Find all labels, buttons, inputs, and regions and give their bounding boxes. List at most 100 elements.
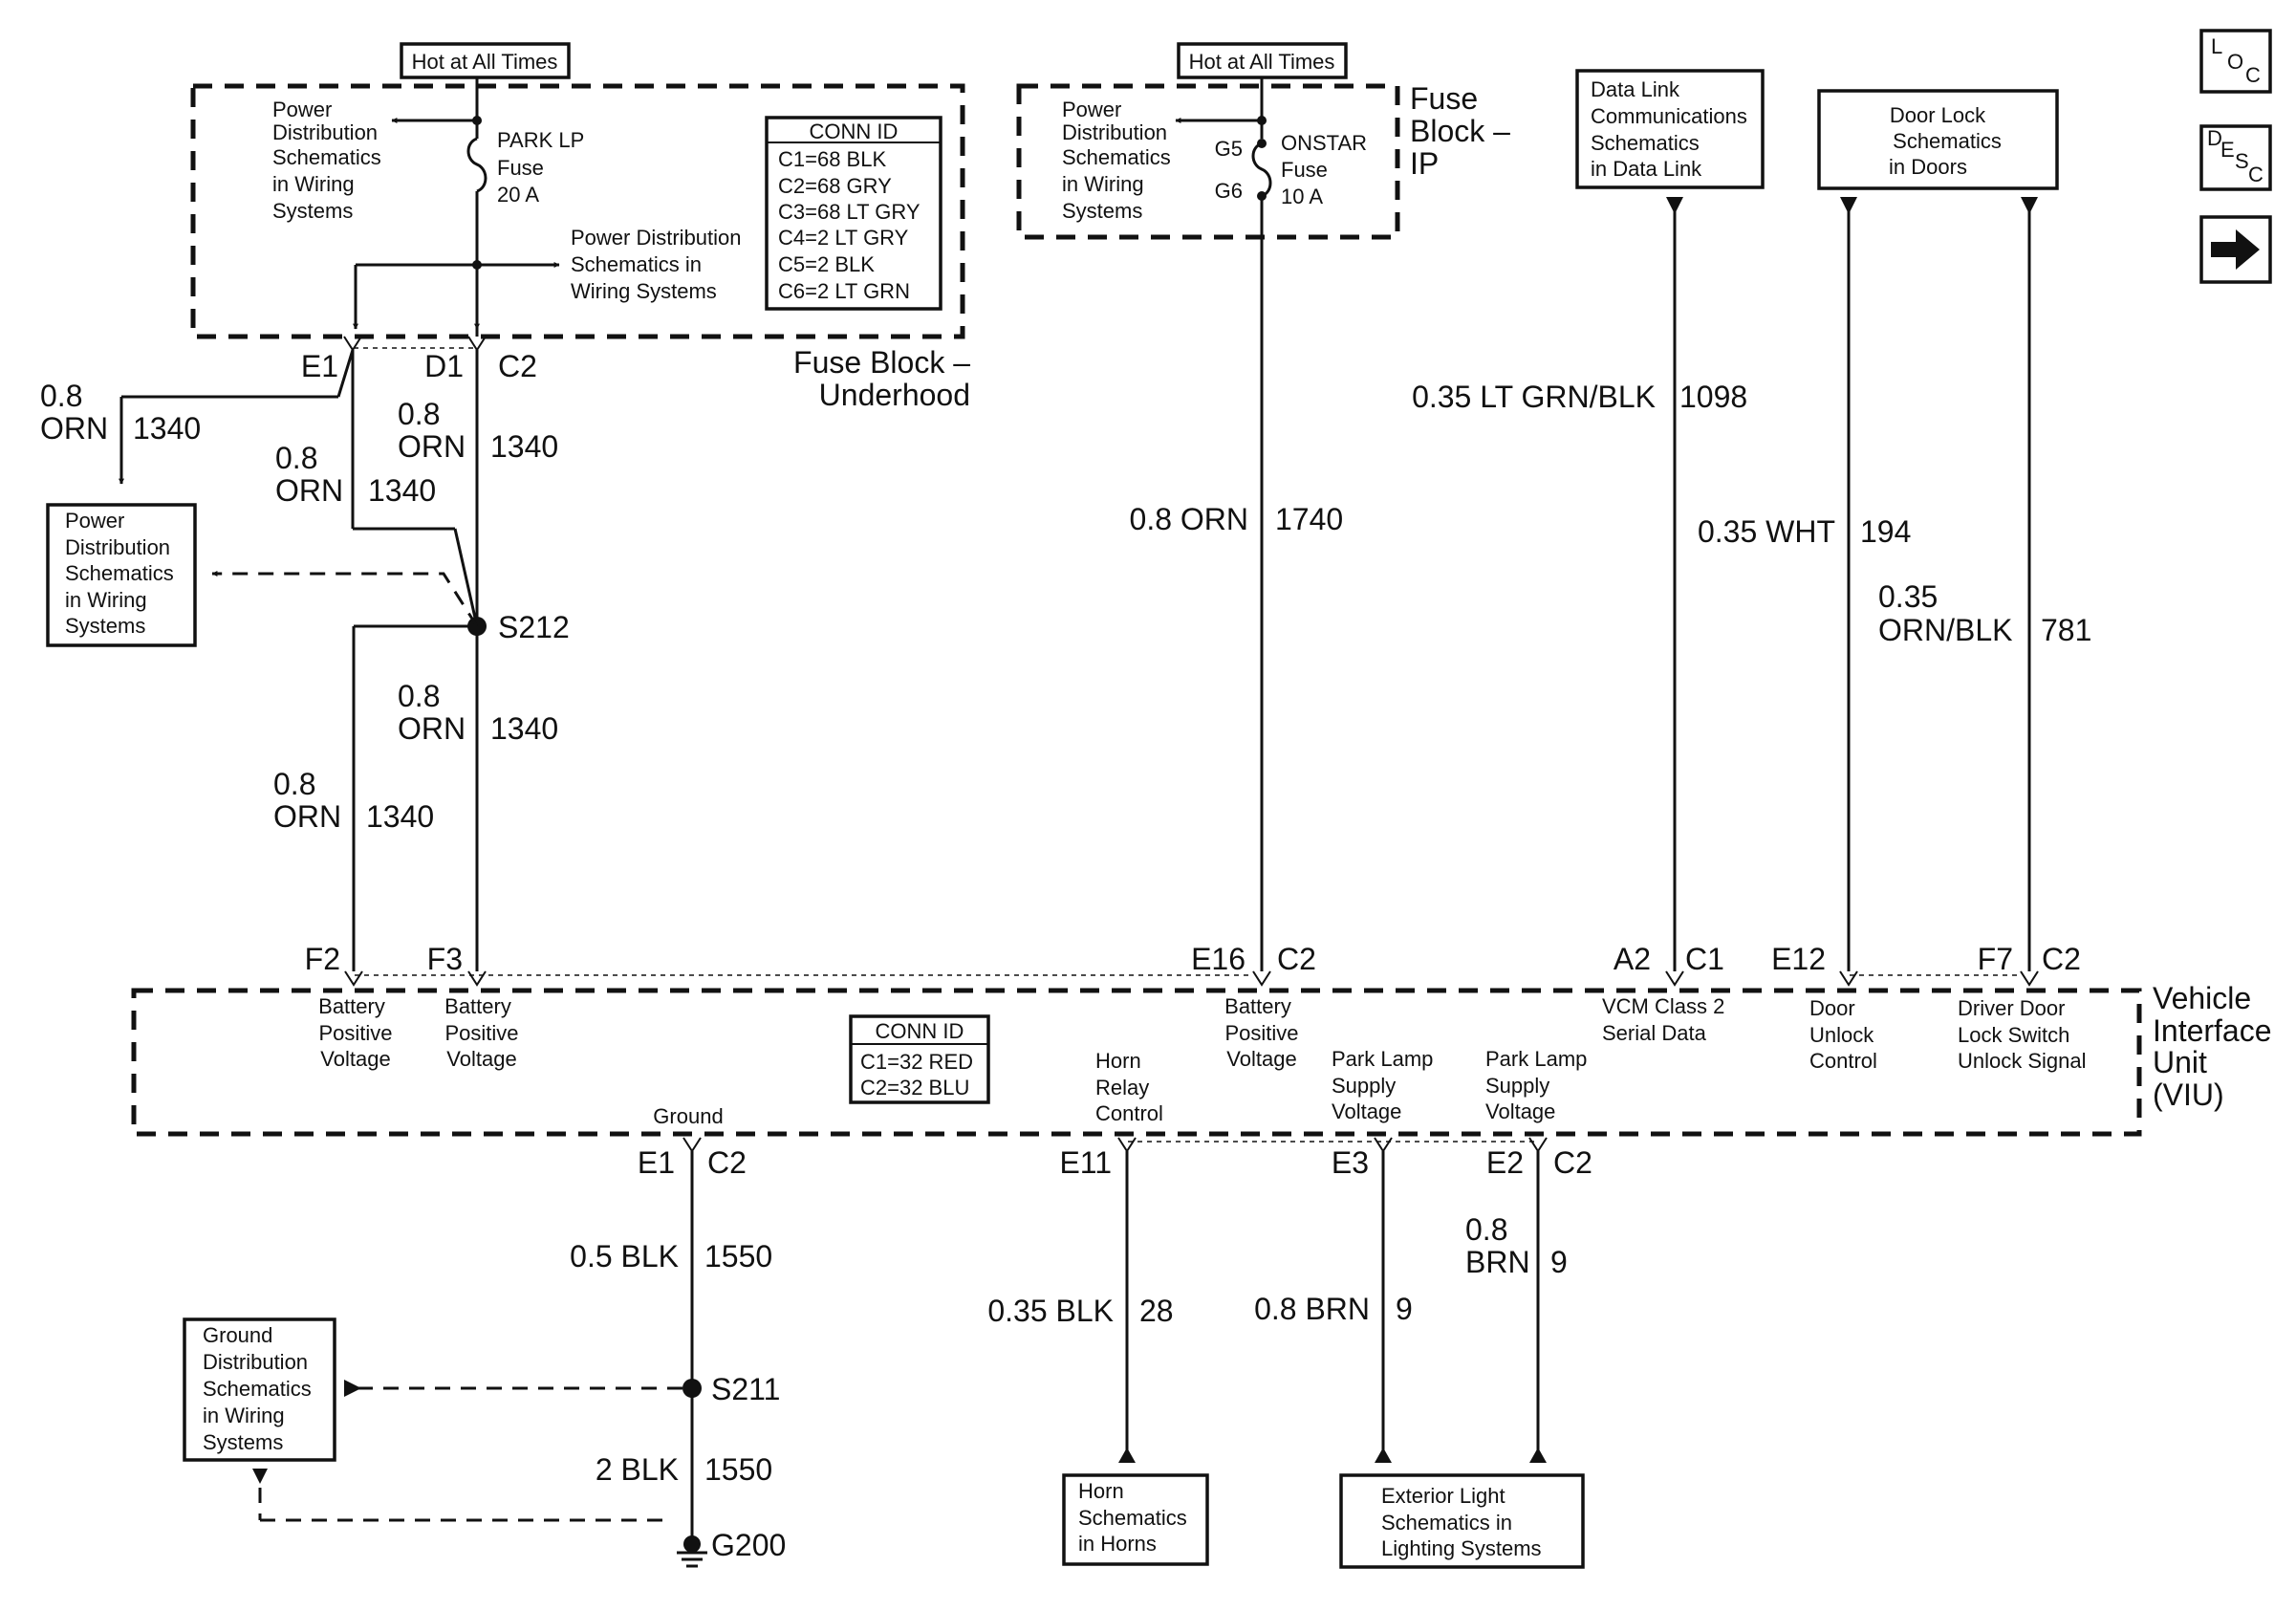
svg-text:Power: Power [1062,98,1121,121]
svg-text:C2=68 GRY: C2=68 GRY [778,174,892,198]
svg-text:0.8: 0.8 [398,397,440,431]
fuse-block-ip: Hot at All Times Power Distribution Sche… [1016,42,1510,240]
svg-text:0.8: 0.8 [273,767,315,801]
fuse-block-underhood-name-2: Underhood [819,378,970,412]
svg-text:in Wiring: in Wiring [1062,172,1144,196]
pd-reference-left [46,503,197,647]
svg-text:Distribution: Distribution [272,120,378,144]
svg-text:Distribution: Distribution [65,535,170,559]
conn-id-table-viu [849,1014,990,1104]
svg-text:0.35 WHT: 0.35 WHT [1698,514,1835,549]
svg-text:F7: F7 [1978,942,2013,976]
onstar-fuse-symbol [1251,142,1272,198]
svg-text:Vehicle: Vehicle [2153,981,2251,1015]
svg-text:1340: 1340 [366,799,434,834]
svg-text:28: 28 [1139,1294,1174,1328]
conn-id-rows: C1=68 BLK C2=68 GRY C3=68 LT GRY C4=2 LT… [778,147,921,303]
hot-at-all-times-label: Hot at All Times [412,50,558,74]
svg-text:Power: Power [65,509,124,533]
svg-text:C1=32 RED: C1=32 RED [860,1050,973,1074]
wire-label-ground-upper: 0.5 BLK 1550 [570,1239,772,1274]
svg-text:L: L [2211,34,2222,58]
svg-text:Schematics: Schematics [1062,145,1171,169]
svg-text:1550: 1550 [704,1239,772,1274]
svg-text:Supply: Supply [1332,1074,1396,1098]
splice-s211-label: S211 [711,1372,780,1406]
svg-text:ORN: ORN [273,799,341,834]
door-lock-reference [1817,89,2059,190]
wire-label-park-e3: 0.8 BRN 9 [1254,1292,1413,1326]
ground-distribution-reference [183,1317,336,1462]
svg-text:Ground: Ground [653,1104,723,1128]
desc-icon[interactable]: D E S C [2199,124,2272,191]
svg-text:1340: 1340 [490,429,558,464]
svg-text:ORN: ORN [275,473,343,508]
svg-text:Lock Switch: Lock Switch [1958,1023,2069,1047]
svg-text:0.8 ORN: 0.8 ORN [1130,502,1248,536]
svg-text:Unit: Unit [2153,1045,2207,1079]
fuse-block-ip-name: Fuse [1410,81,1478,116]
svg-text:in Wiring: in Wiring [65,588,147,612]
svg-text:C4=2 LT GRY: C4=2 LT GRY [778,226,909,250]
svg-text:VCM Class 2: VCM Class 2 [1602,994,1724,1018]
svg-text:in Horns: in Horns [1078,1532,1157,1556]
svg-text:Voltage: Voltage [1485,1099,1555,1123]
svg-text:Control: Control [1809,1049,1877,1073]
svg-text:0.8 BRN: 0.8 BRN [1254,1292,1370,1326]
onstar-fuse-rating: 10 A [1281,185,1323,208]
svg-text:Positive: Positive [318,1021,392,1045]
svg-text:Supply: Supply [1485,1074,1549,1098]
svg-text:C2: C2 [1277,942,1316,976]
svg-text:Interface: Interface [2153,1013,2272,1048]
svg-text:E3: E3 [1332,1145,1369,1180]
svg-text:Schematics: Schematics [1591,131,1700,155]
svg-text:E2: E2 [1486,1145,1524,1180]
pin-d1-underhood: D1 [424,349,464,383]
svg-text:Distribution: Distribution [203,1350,308,1374]
wire-label-park-e2: 0.8 BRN 9 [1465,1212,1568,1279]
wire-label-driver: 0.35 ORN/BLK 781 [1878,579,2091,647]
svg-text:Distribution: Distribution [1062,120,1167,144]
svg-text:Schematics: Schematics [1893,129,2002,153]
svg-text:C2: C2 [1553,1145,1592,1180]
svg-text:0.8: 0.8 [1465,1212,1507,1247]
svg-text:Battery: Battery [1224,994,1291,1018]
conn-id-table-underhood [765,116,942,311]
viu-pin-labels: Battery Positive Voltage Battery Positiv… [318,994,2086,1128]
wire-label-door-unlock: 0.35 WHT 194 [1698,514,1911,549]
loc-icon[interactable]: L O C [2199,29,2272,94]
svg-text:Horn: Horn [1078,1479,1124,1503]
fuse-name: PARK LP [497,128,584,152]
svg-text:0.5 BLK: 0.5 BLK [570,1239,679,1274]
svg-text:Voltage: Voltage [446,1047,516,1071]
underhood-connector: E1 D1 C2 [301,336,537,383]
svg-text:2 BLK: 2 BLK [596,1452,679,1487]
svg-text:Data Link: Data Link [1591,77,1680,101]
svg-text:Battery: Battery [318,994,385,1018]
svg-text:Schematics in: Schematics in [571,252,702,276]
svg-text:0.8: 0.8 [398,679,440,713]
wire-label-w4: 0.8 ORN 1340 [398,679,558,746]
data-link-reference [1575,69,1765,189]
svg-text:E1: E1 [638,1145,675,1180]
svg-text:0.35: 0.35 [1878,579,1938,614]
next-arrow-icon[interactable] [2199,215,2272,284]
viu-module: Vehicle Interface Unit (VIU) CONN ID C1=… [131,981,2272,1137]
fuse-rating: 20 A [497,183,539,207]
svg-text:in Data Link: in Data Link [1591,157,1702,181]
svg-text:1740: 1740 [1275,502,1343,536]
svg-text:Unlock Signal: Unlock Signal [1958,1049,2087,1073]
wire-label-onstar: 0.8 ORN 1740 [1130,502,1344,536]
svg-text:1098: 1098 [1679,380,1747,414]
svg-text:BRN: BRN [1465,1245,1530,1279]
svg-text:Wiring Systems: Wiring Systems [571,279,717,303]
svg-text:(VIU): (VIU) [2153,1078,2224,1112]
svg-text:Control: Control [1095,1101,1163,1125]
svg-text:in Doors: in Doors [1889,155,1967,179]
svg-text:ORN: ORN [398,429,466,464]
fuse-block-underhood-name: Fuse Block – [793,345,970,380]
svg-text:C: C [2248,163,2264,186]
hot-at-all-times-badge-ip [1177,42,1348,79]
svg-text:F3: F3 [427,942,463,976]
svg-text:1550: 1550 [704,1452,772,1487]
